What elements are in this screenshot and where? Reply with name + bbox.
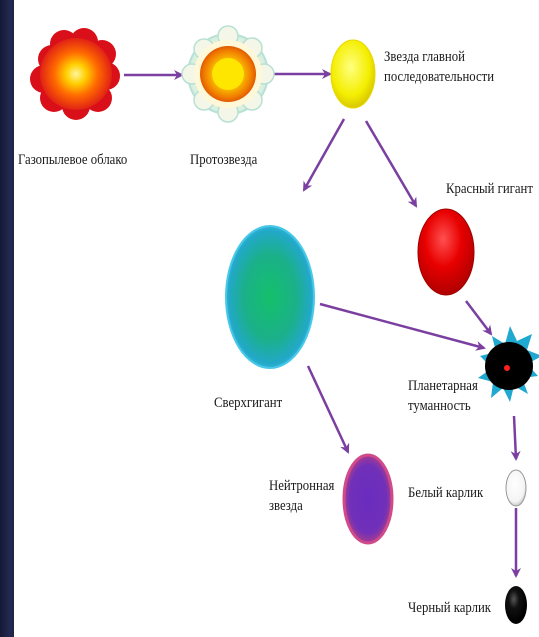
protostar-label: Протозвезда xyxy=(190,150,257,170)
arrow-main-to-red-giant xyxy=(366,121,416,206)
arrow-supergiant-to-neutron xyxy=(308,366,348,452)
supergiant-label: Сверхгигант xyxy=(214,393,282,413)
diagram-graphics xyxy=(14,4,539,637)
arrow-main-to-supergiant xyxy=(304,119,344,190)
main-sequence-label: Звезда главной последовательности xyxy=(384,47,512,87)
supergiant-icon xyxy=(226,226,314,368)
planetary-nebula-label: Планетарная туманность xyxy=(408,376,483,416)
neutron-star-label: Нейтронная звезда xyxy=(269,476,337,516)
protostar-icon xyxy=(182,26,274,122)
white-dwarf-label: Белый карлик xyxy=(408,483,483,503)
black-dwarf-icon xyxy=(505,586,527,624)
white-dwarf-icon xyxy=(506,470,526,506)
diagram-canvas: Газопылевое облако Протозвезда Звезда гл… xyxy=(14,4,539,637)
neutron-star-icon xyxy=(344,455,392,543)
red-giant-label: Красный гигант xyxy=(446,179,533,199)
arrow-supergiant-to-nebula xyxy=(320,304,484,348)
gas-cloud-icon xyxy=(30,28,120,120)
main-sequence-star-icon xyxy=(331,40,375,108)
red-giant-icon xyxy=(418,209,474,295)
gas-cloud-label: Газопылевое облако xyxy=(18,150,127,170)
planetary-nebula-icon xyxy=(478,326,539,402)
arrow-red-giant-to-nebula xyxy=(466,301,491,334)
black-dwarf-label: Черный карлик xyxy=(408,598,491,618)
arrow-nebula-to-white-dwarf xyxy=(514,416,516,459)
